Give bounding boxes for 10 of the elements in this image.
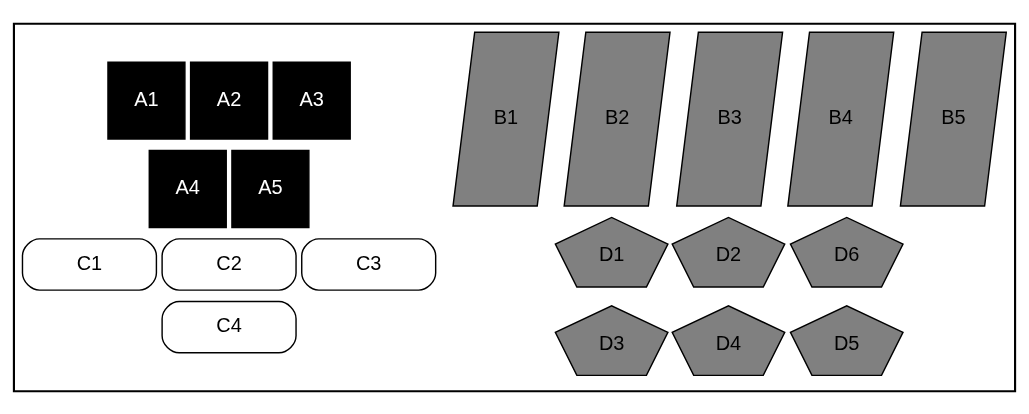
node-box: A4 bbox=[148, 149, 227, 228]
node-box: A1 bbox=[107, 60, 186, 140]
node-box: A2 bbox=[189, 60, 269, 140]
node-box: C4 bbox=[161, 300, 297, 354]
node-box: A3 bbox=[272, 60, 351, 140]
node-box: C1 bbox=[21, 237, 158, 291]
node-box: C3 bbox=[301, 237, 437, 291]
node-box: C2 bbox=[161, 237, 297, 291]
node-box: A5 bbox=[231, 149, 310, 228]
cluster bbox=[12, 22, 1017, 392]
